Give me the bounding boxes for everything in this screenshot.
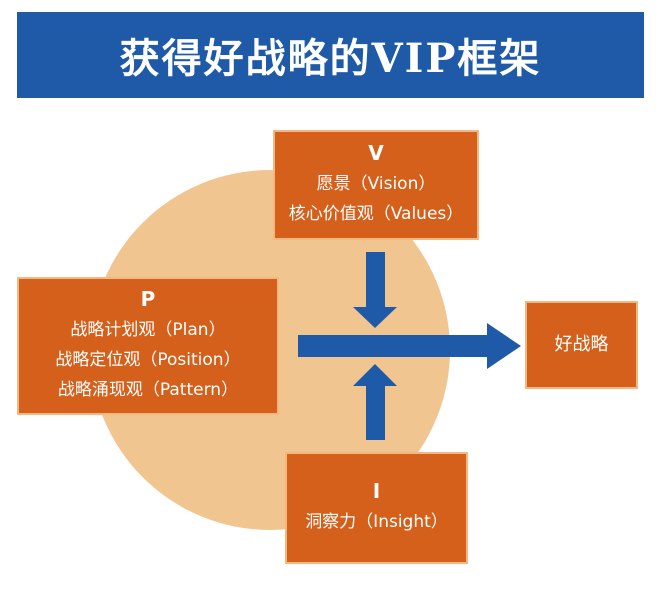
title-banner: 获得好战略的VIP框架 — [17, 12, 644, 98]
v-line-vision: 愿景（Vision） — [316, 174, 436, 194]
vision-values-box: V 愿景（Vision） 核心价值观（Values） — [273, 130, 479, 240]
arrow-down-from-v — [353, 252, 397, 328]
main-arrow-right — [298, 323, 521, 369]
good-strategy-box: 好战略 — [525, 301, 638, 389]
plan-position-pattern-box: P 战略计划观（Plan） 战略定位观（Position） 战略涌现观（Patt… — [17, 277, 279, 415]
i-letter: I — [372, 479, 381, 503]
arrow-up-from-i — [353, 364, 397, 440]
p-line-position: 战略定位观（Position） — [55, 350, 241, 370]
i-line-insight: 洞察力（Insight） — [305, 512, 448, 532]
insight-box: I 洞察力（Insight） — [285, 452, 468, 564]
v-letter: V — [368, 141, 384, 165]
p-line-pattern: 战略涌现观（Pattern） — [57, 380, 239, 400]
v-line-values: 核心价值观（Values） — [288, 204, 464, 224]
page-title: 获得好战略的VIP框架 — [119, 35, 542, 82]
good-strategy-label: 好战略 — [554, 334, 609, 355]
p-letter: P — [140, 287, 156, 311]
p-line-plan: 战略计划观（Plan） — [70, 320, 226, 340]
